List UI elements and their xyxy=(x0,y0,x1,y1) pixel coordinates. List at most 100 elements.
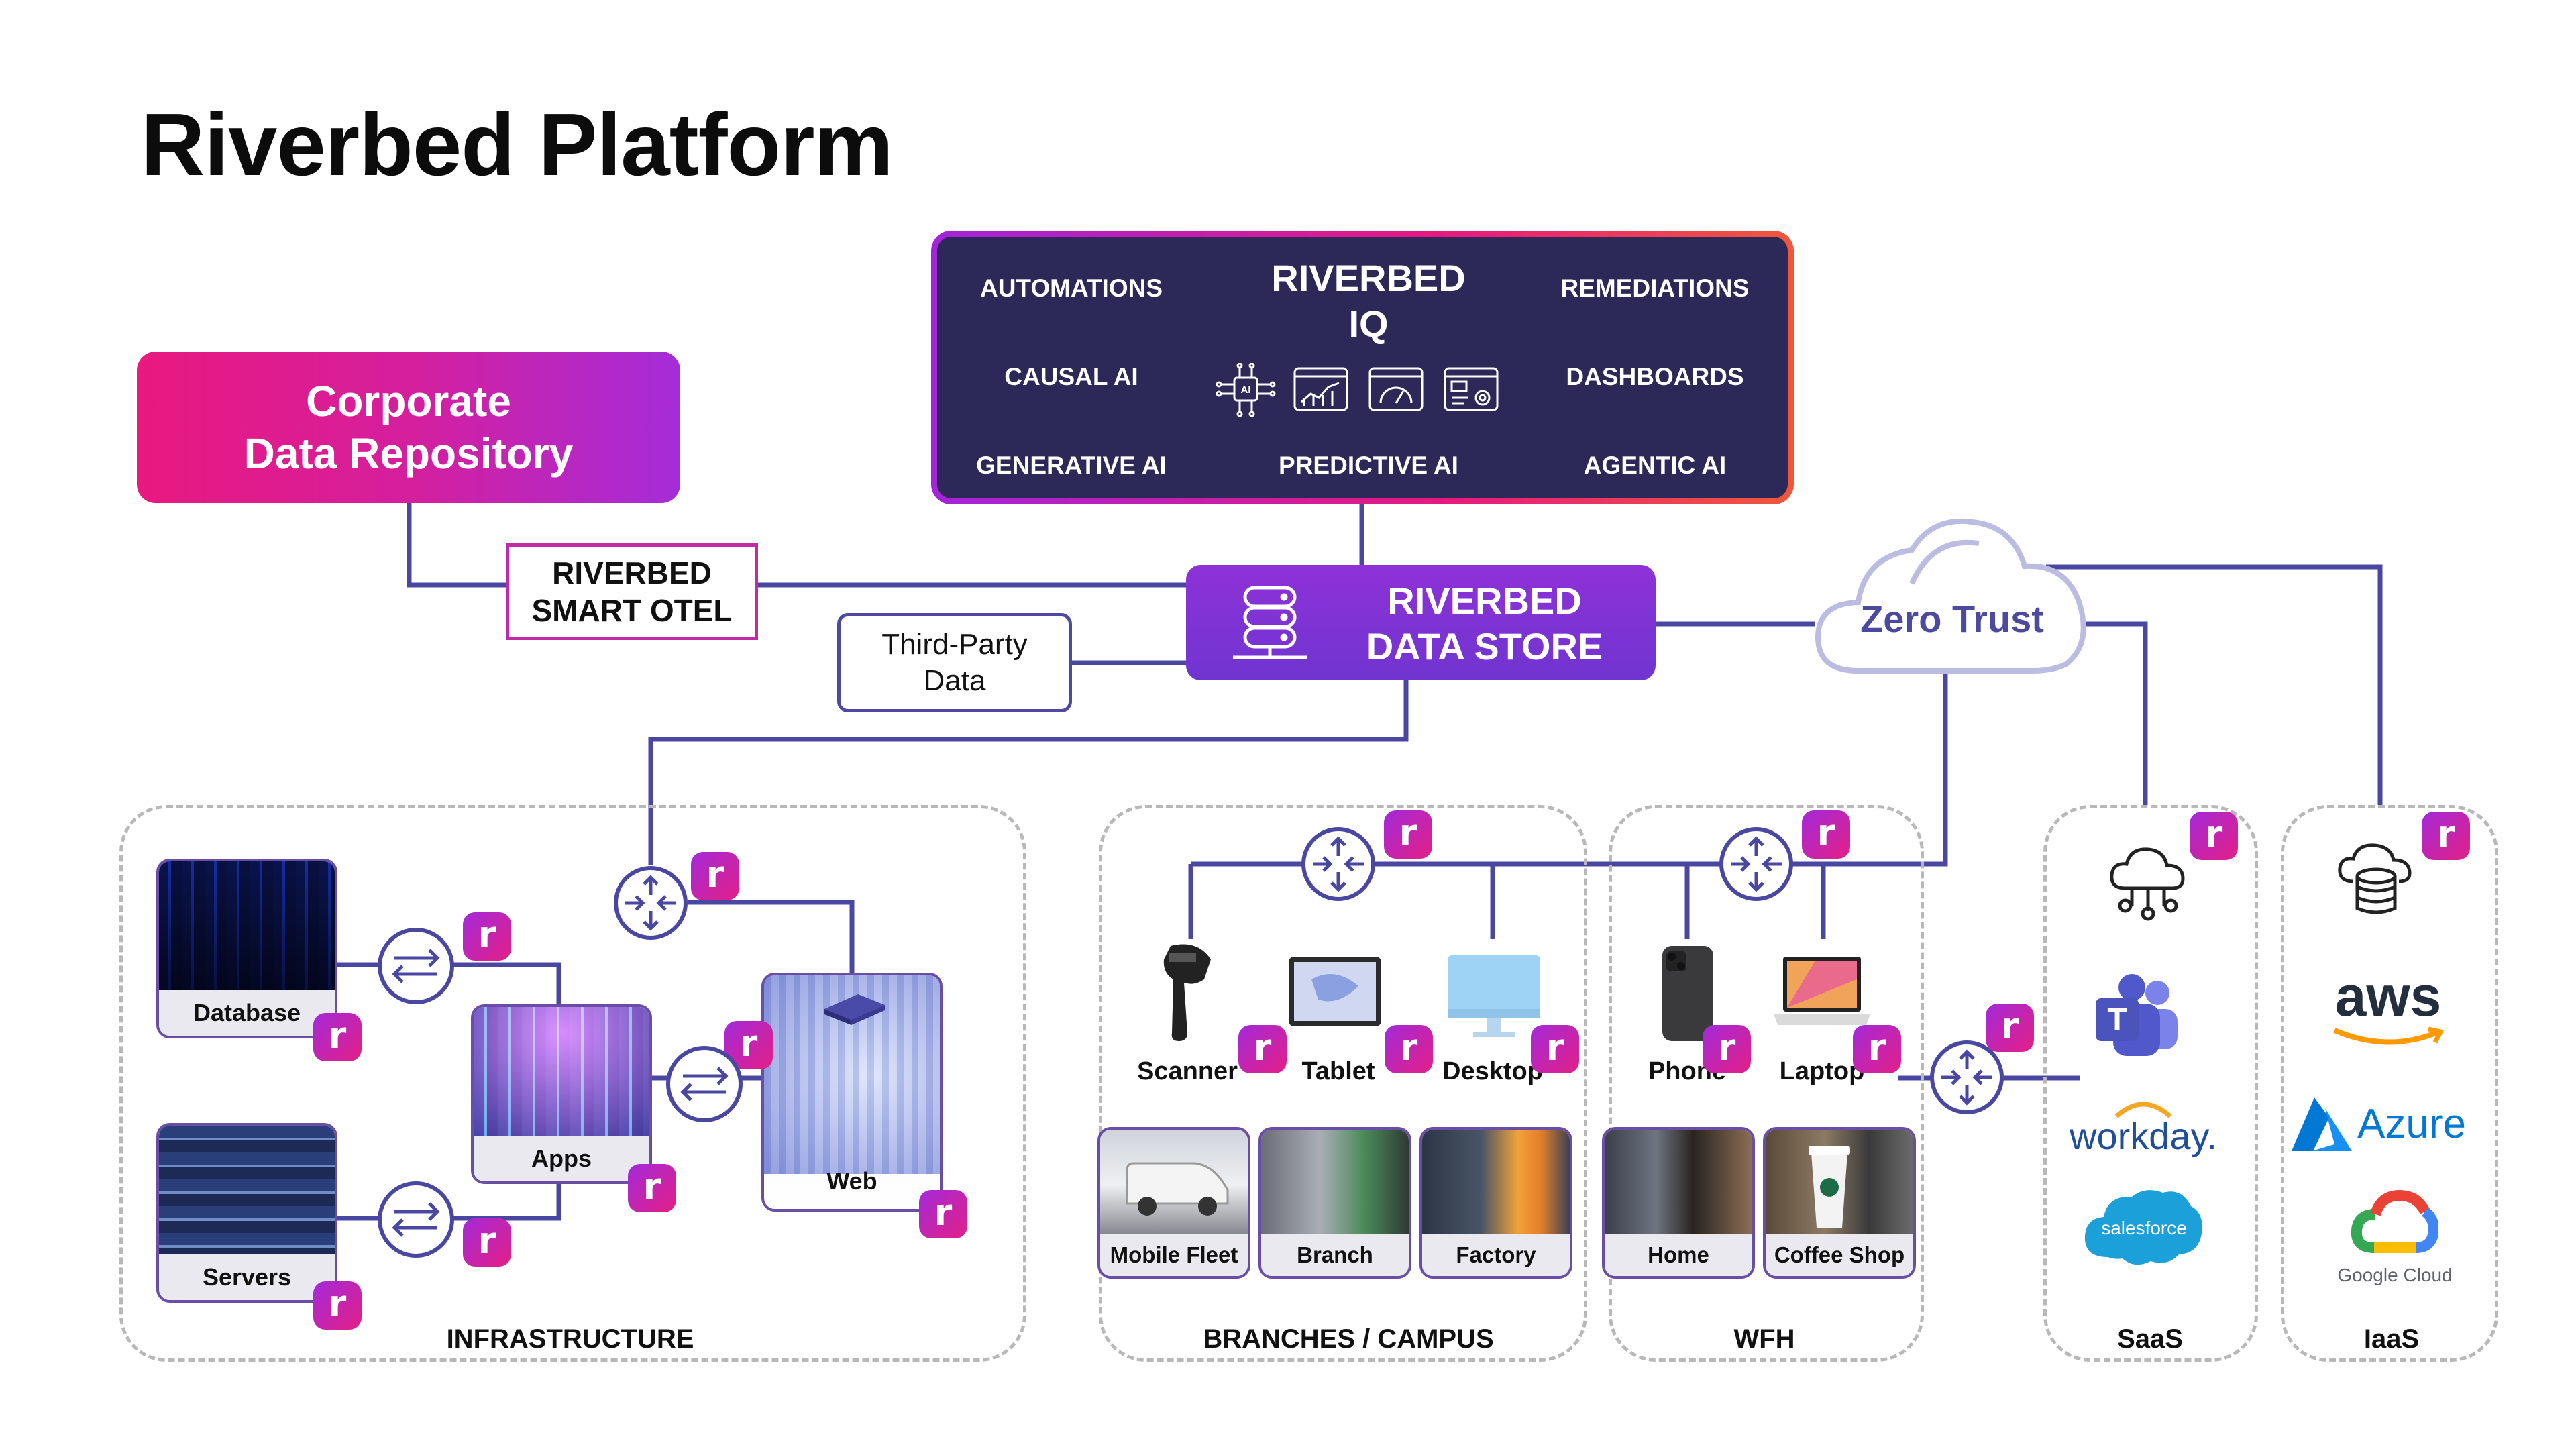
servers-tile: Servers xyxy=(156,1123,337,1303)
tablet-label: Tablet xyxy=(1301,1057,1375,1085)
teams-letter: T xyxy=(2107,1002,2127,1038)
riverbed-badge-laptop: r xyxy=(1853,1025,1901,1073)
cloud-database-icon xyxy=(2338,843,2412,914)
infrastructure-group xyxy=(119,805,1026,1362)
riverbed-badge-iaas: r xyxy=(2422,812,2470,860)
riverbed-badge-infra-router: r xyxy=(691,852,739,900)
router-icon xyxy=(1719,827,1793,901)
iaas-group xyxy=(2281,805,2498,1362)
third-party-line2: Data xyxy=(923,664,986,697)
corporate-data-repository: Corporate Data Repository xyxy=(137,352,680,503)
database-tile: Database xyxy=(156,859,337,1038)
database-label: Database xyxy=(159,990,335,1036)
aws-logo: aws xyxy=(2308,966,2469,1053)
riverbed-badge-web: r xyxy=(919,1190,967,1238)
riverbed-data-store: RIVERBED DATA STORE xyxy=(1186,565,1656,680)
home-image xyxy=(1605,1130,1752,1240)
riverbed-badge-desktop: r xyxy=(1531,1025,1579,1073)
iq-causal-ai: CAUSAL AI xyxy=(1004,363,1138,390)
cloud-icon xyxy=(1815,519,2086,674)
azure-triangle-icon xyxy=(2292,1097,2352,1151)
mobile-fleet-label: Mobile Fleet xyxy=(1100,1234,1248,1276)
factory-label: Factory xyxy=(1422,1234,1570,1276)
router-icon xyxy=(1930,1040,2004,1114)
riverbed-badge-servers: r xyxy=(313,1281,362,1330)
settings-dashboard-icon xyxy=(1444,367,1499,411)
router-icon xyxy=(1301,827,1375,901)
riverbed-smart-otel: RIVERBED SMART OTEL xyxy=(506,543,758,640)
branch-label: Branch xyxy=(1261,1234,1409,1276)
zero-trust-label: Zero Trust xyxy=(1860,598,2044,640)
zero-trust-cloud: Zero Trust xyxy=(1811,510,2093,684)
database-image xyxy=(159,861,335,993)
iaas-label: IaaS xyxy=(2348,1324,2435,1354)
smart-otel-line2: SMART OTEL xyxy=(531,593,733,628)
laptop-icon xyxy=(1774,957,1870,1025)
data-store-line2: DATA STORE xyxy=(1366,625,1603,667)
iq-generative-ai: GENERATIVE AI xyxy=(976,451,1167,479)
factory-tile: Factory xyxy=(1419,1127,1572,1279)
corporate-repo-line1: Corporate xyxy=(306,377,511,425)
riverbed-badge-database: r xyxy=(313,1013,362,1061)
coffee-shop-tile: Coffee Shop xyxy=(1763,1127,1916,1279)
workday-logo: workday. xyxy=(2066,1097,2220,1158)
ai-chip-label: AI xyxy=(1241,384,1251,396)
iq-title-line2: IQ xyxy=(1348,303,1389,345)
third-party-line1: Third-Party xyxy=(881,628,1028,661)
desktop-label: Desktop xyxy=(1442,1057,1543,1085)
iq-predictive-ai: PREDICTIVE AI xyxy=(1279,451,1458,479)
aws-wordmark: aws xyxy=(2334,965,2442,1028)
mobile-fleet-tile: Mobile Fleet xyxy=(1097,1127,1250,1279)
desktop-icon xyxy=(1448,955,1540,1037)
google-cloud-logo: Google Cloud xyxy=(2321,1187,2469,1286)
apps-image xyxy=(474,1007,649,1138)
phone-icon xyxy=(1662,946,1713,1041)
corporate-repo-line2: Data Repository xyxy=(244,429,574,478)
workday-wordmark: workday. xyxy=(2070,1115,2217,1157)
riverbed-iq-panel: AUTOMATIONS RIVERBED IQ REMEDIATIONS CAU… xyxy=(931,231,1794,504)
chart-screen-icon xyxy=(1293,367,1348,411)
riverbed-badge-branch-router: r xyxy=(1384,810,1432,859)
branch-tile: Branch xyxy=(1258,1127,1411,1279)
coffee-shop-label: Coffee Shop xyxy=(1766,1234,1913,1276)
infrastructure-label: INFRASTRUCTURE xyxy=(389,1324,751,1354)
wfh-label: WFH xyxy=(1717,1324,1811,1354)
azure-wordmark: Azure xyxy=(2357,1101,2466,1147)
home-tile: Home xyxy=(1602,1127,1755,1279)
riverbed-badge-apps: r xyxy=(628,1164,676,1212)
riverbed-badge-scanner: r xyxy=(1238,1025,1287,1073)
iq-remediations: REMEDIATIONS xyxy=(1560,274,1750,302)
azure-logo: Azure xyxy=(2288,1091,2489,1158)
riverbed-badge-wfh-router: r xyxy=(1802,810,1850,859)
riverbed-badge-link-db-apps: r xyxy=(463,912,511,961)
riverbed-badge-saas: r xyxy=(2190,812,2238,860)
riverbed-badge-link-apps-web: r xyxy=(724,1021,773,1069)
microsoft-teams-icon: T xyxy=(2096,974,2178,1056)
iq-title: RIVERBED IQ xyxy=(1234,256,1503,347)
google-cloud-icon xyxy=(2351,1189,2439,1253)
salesforce-logo: salesforce xyxy=(2084,1190,2202,1265)
coffee-cup-icon xyxy=(1809,1146,1850,1228)
home-label: Home xyxy=(1605,1234,1752,1276)
iq-dashboards: DASHBOARDS xyxy=(1566,363,1744,390)
branch-image xyxy=(1261,1130,1409,1240)
apps-label: Apps xyxy=(474,1136,649,1181)
web-label: Web xyxy=(826,1167,877,1195)
riverbed-badge-cloud-router: r xyxy=(1986,1004,2034,1052)
router-icon xyxy=(614,866,688,940)
servers-label: Servers xyxy=(159,1254,335,1300)
wfh-group xyxy=(1609,805,1924,1362)
riverbed-badge-link-servers-apps: r xyxy=(463,1218,511,1267)
servers-image xyxy=(159,1126,335,1257)
data-transfer-icon xyxy=(378,928,454,1004)
tablet-icon xyxy=(1289,957,1381,1026)
van-icon xyxy=(1126,1162,1229,1216)
iq-agentic-ai: AGENTIC AI xyxy=(1583,451,1727,479)
ai-chip-icon: AI xyxy=(1216,363,1276,417)
third-party-data: Third-Party Data xyxy=(837,613,1072,712)
saas-label: SaaS xyxy=(2106,1324,2194,1354)
riverbed-badge-tablet: r xyxy=(1385,1025,1433,1073)
data-transfer-icon xyxy=(378,1181,454,1258)
saas-group xyxy=(2043,805,2258,1362)
